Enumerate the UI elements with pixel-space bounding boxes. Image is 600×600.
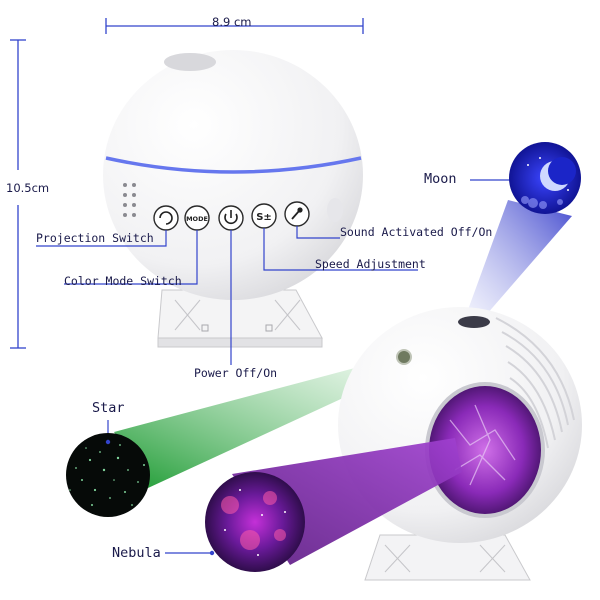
moon-label: Moon (424, 171, 457, 187)
star-projection (66, 433, 150, 517)
speed-adjustment-label: Speed Adjustment (315, 257, 426, 271)
microphone-icon (291, 207, 303, 220)
leader-lines (36, 179, 515, 554)
projection-switch-label: Projection Switch (36, 231, 154, 245)
moon-beam (465, 200, 572, 322)
width-label: 8.9 cm (212, 15, 252, 29)
height-label: 10.5cm (6, 181, 50, 195)
width-dimension (105, 18, 364, 34)
mode-icon: MODE (186, 215, 208, 223)
sound-activated-label: Sound Activated Off/On (340, 225, 493, 239)
projection-switch-button (153, 205, 179, 231)
control-buttons: MODE S± (153, 201, 310, 231)
rotate-icon (159, 211, 173, 225)
height-dimension (10, 39, 26, 349)
moon-projection (509, 142, 581, 214)
nebula-label: Nebula (112, 545, 161, 561)
color-mode-switch-label: Color Mode Switch (64, 274, 182, 288)
star-label: Star (92, 400, 125, 416)
projector-top (103, 50, 363, 348)
power-label: Power Off/On (194, 366, 278, 380)
label-anchor-dots (105, 439, 215, 556)
nebula-projection (205, 472, 305, 572)
projector-bottom (338, 307, 582, 581)
power-icon (224, 210, 238, 225)
speed-icon: S± (256, 212, 272, 223)
star-beam (114, 356, 408, 488)
